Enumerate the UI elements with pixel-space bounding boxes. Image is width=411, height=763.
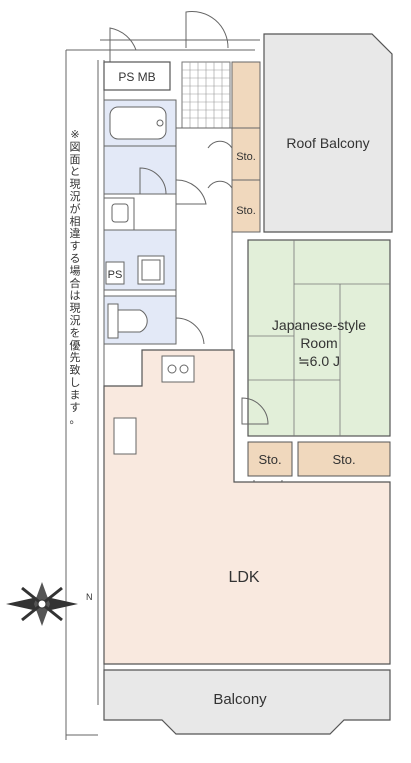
washroom xyxy=(103,145,177,231)
ldk-label: LDK xyxy=(228,569,259,586)
toilet-room xyxy=(103,295,205,345)
entry-tile-area xyxy=(181,61,231,129)
ps-mb-label: PS MB xyxy=(118,70,155,84)
room-storage: Sto. Sto. xyxy=(247,441,391,509)
japanese-room-label-1: Japanese-style xyxy=(272,317,366,333)
sto-label-3: Sto. xyxy=(258,452,281,467)
bathroom xyxy=(103,99,177,147)
laundry-area: PS xyxy=(103,229,177,291)
ldk-room: LDK xyxy=(103,349,391,665)
entrance-doors xyxy=(109,11,229,62)
roof-balcony: Roof Balcony xyxy=(263,33,393,233)
balcony: Balcony xyxy=(103,669,391,735)
washroom-door xyxy=(139,167,167,195)
japanese-room-label-3: ≒6.0 J xyxy=(298,353,340,369)
sto-label-4: Sto. xyxy=(332,452,355,467)
compass-north-label: N xyxy=(86,592,93,602)
ps-mb-closet: PS MB xyxy=(103,61,171,91)
kitchen-sink-icon xyxy=(113,417,137,455)
note-vertical-text: ※図面と現況が相違する場合は現況を優先致します。 xyxy=(70,128,81,426)
bathtub-icon xyxy=(109,106,167,140)
bath-drain-icon xyxy=(156,119,164,127)
toilet-icon xyxy=(117,309,148,333)
hall-storage: Sto. Sto. xyxy=(231,61,261,233)
sto-label-2: Sto. xyxy=(236,205,256,217)
balcony-label: Balcony xyxy=(213,691,267,708)
sto-label-1: Sto. xyxy=(236,151,256,163)
hallway xyxy=(175,127,235,381)
japanese-style-room: Japanese-style Room ≒6.0 J xyxy=(241,239,391,437)
ps-label: PS xyxy=(108,269,123,281)
compass-icon: N xyxy=(6,582,93,626)
roof-balcony-label: Roof Balcony xyxy=(286,135,369,151)
sink-icon xyxy=(103,197,135,231)
stove-icon xyxy=(161,355,195,383)
note-text: ※図面と現況が相違する場合は現況を優先致します。 xyxy=(70,128,81,426)
japanese-room-label-2: Room xyxy=(300,335,337,351)
